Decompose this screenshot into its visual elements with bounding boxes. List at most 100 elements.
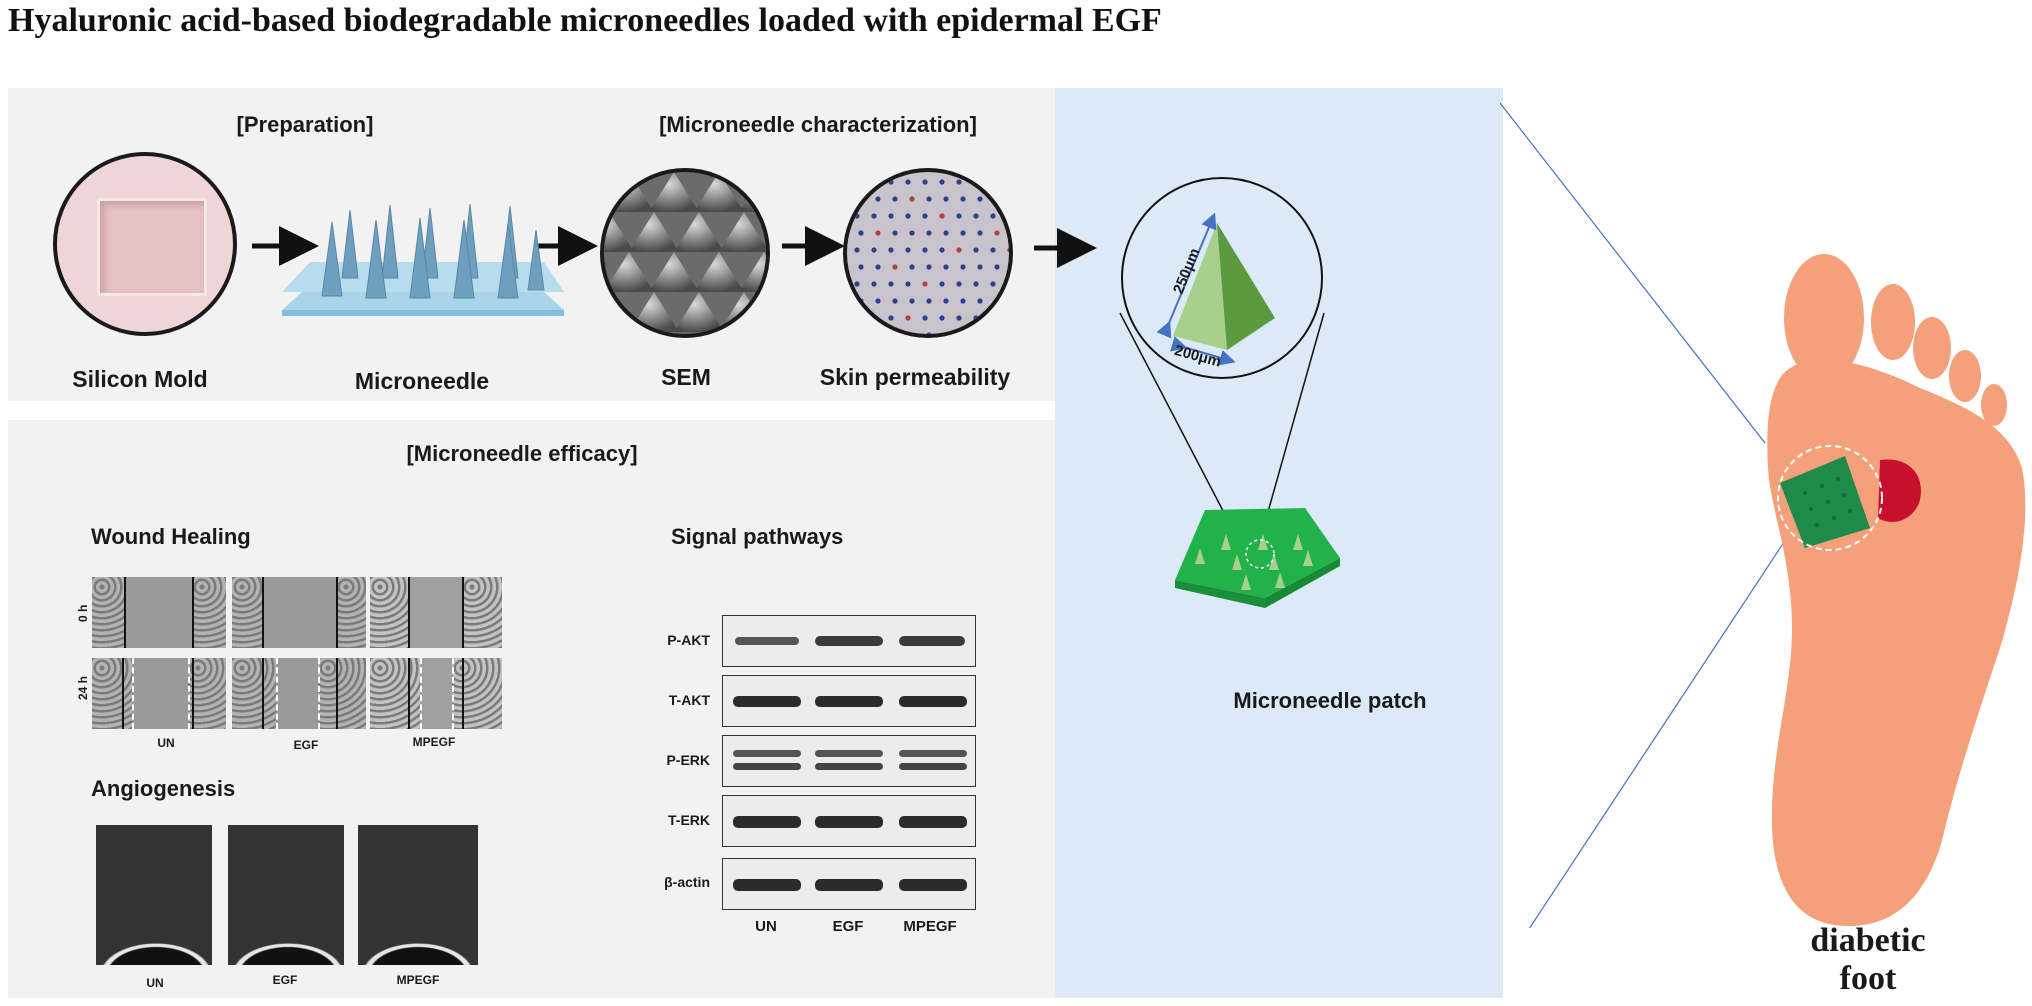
stain-dot <box>973 213 979 219</box>
stain-dot <box>858 298 864 304</box>
stain-dot <box>888 213 894 219</box>
stain-dot <box>909 196 915 202</box>
stain-dot <box>926 196 932 202</box>
angiogenesis-images <box>96 825 478 965</box>
stain-dot <box>990 281 996 287</box>
stain-dot <box>858 230 864 236</box>
figure-title: Hyaluronic acid-based biodegradable micr… <box>8 2 1162 39</box>
stain-dot <box>926 298 932 304</box>
stain-dot <box>990 247 996 253</box>
microneedle-patch-label: Microneedle patch <box>1233 688 1427 713</box>
wound-row-label: 0 h <box>76 604 90 622</box>
stain-dot <box>994 264 1000 270</box>
sem-image <box>600 168 770 338</box>
stain-dot <box>943 196 949 202</box>
sem-label: SEM <box>661 364 711 390</box>
stain-dot <box>956 281 962 287</box>
stain-dot <box>960 230 966 236</box>
diabetic-foot-label: diabetic foot <box>1810 922 1926 997</box>
stain-dot <box>960 298 966 304</box>
wound-healing-title: Wound Healing <box>91 524 251 549</box>
stain-dot <box>922 247 928 253</box>
stain-dot <box>960 196 966 202</box>
stain-dot <box>871 247 877 253</box>
stain-dot <box>956 179 962 185</box>
stain-dot <box>926 264 932 270</box>
stain-dot <box>939 247 945 253</box>
stain-dot <box>905 213 911 219</box>
microneedle-patch-illustration <box>1119 177 1340 608</box>
stain-dot <box>960 264 966 270</box>
protein-label: T-ERK <box>668 812 710 828</box>
stain-dot <box>922 213 928 219</box>
wound-group-label: UN <box>157 736 175 750</box>
stain-dot <box>905 247 911 253</box>
stain-dot <box>905 315 911 321</box>
stain-dot <box>875 196 881 202</box>
stain-dot <box>905 179 911 185</box>
stain-dot <box>977 230 983 236</box>
diabetic-foot-illustration <box>1500 102 2026 928</box>
stain-dot <box>888 281 894 287</box>
stain-dot <box>888 247 894 253</box>
stain-dot <box>888 315 894 321</box>
stain-dot <box>854 247 860 253</box>
efficacy-heading: [Microneedle efficacy] <box>406 441 638 466</box>
angio-group-label: EGF <box>272 973 298 987</box>
stain-dot <box>905 281 911 287</box>
protein-label: P-ERK <box>666 752 710 768</box>
stain-dot <box>956 213 962 219</box>
stain-dot <box>1007 247 1009 253</box>
blot-group-label: UN <box>755 918 777 935</box>
stain-dot <box>922 315 928 321</box>
stain-dot <box>892 230 898 236</box>
process-arrows <box>252 226 1097 268</box>
stain-dot <box>871 281 877 287</box>
stain-dot <box>926 230 932 236</box>
blot-group-label: EGF <box>832 918 864 935</box>
stain-dot <box>926 332 932 334</box>
stain-dot <box>994 230 1000 236</box>
stain-dot <box>909 230 915 236</box>
stain-dot <box>939 281 945 287</box>
wound-row-label: 24 h <box>76 675 90 700</box>
stain-dot <box>875 298 881 304</box>
wound-group-label: MPEGF <box>412 735 456 749</box>
silicon-mold-image <box>53 152 237 336</box>
stain-dot <box>943 298 949 304</box>
stain-dot <box>858 264 864 270</box>
stain-dot <box>977 298 983 304</box>
stain-dot <box>871 213 877 219</box>
stain-dot <box>956 247 962 253</box>
stain-dot <box>939 315 945 321</box>
characterization-heading: [Microneedle characterization] <box>659 112 977 137</box>
protein-label: P-AKT <box>667 632 710 648</box>
stain-dot <box>854 213 860 219</box>
stain-dot <box>939 213 945 219</box>
microneedle-label: Microneedle <box>354 368 490 394</box>
stain-dot <box>939 179 945 185</box>
protein-label: T-AKT <box>668 692 710 708</box>
stain-dot <box>943 264 949 270</box>
stain-dot <box>973 247 979 253</box>
stain-dot <box>888 179 894 185</box>
signal-pathways-title: Signal pathways <box>671 524 844 549</box>
stain-dot <box>892 264 898 270</box>
angio-group-label: MPEGF <box>396 973 440 987</box>
stain-dot <box>977 196 983 202</box>
skin-permeability-image <box>843 168 1013 338</box>
stain-dot <box>922 179 928 185</box>
angiogenesis-title: Angiogenesis <box>91 776 236 801</box>
stain-dot <box>909 298 915 304</box>
stain-dot <box>922 281 928 287</box>
silicon-mold-label: Silicon Mold <box>72 366 208 392</box>
stain-dot <box>990 213 996 219</box>
wound-group-label: EGF <box>293 738 319 752</box>
stain-dot <box>875 230 881 236</box>
protein-label: β-actin <box>664 874 710 890</box>
stain-dot <box>875 264 881 270</box>
blot-group-label: MPEGF <box>903 918 957 935</box>
stain-dot <box>977 264 983 270</box>
stain-dot <box>973 281 979 287</box>
skin-permeability-label: Skin permeability <box>819 364 1011 390</box>
